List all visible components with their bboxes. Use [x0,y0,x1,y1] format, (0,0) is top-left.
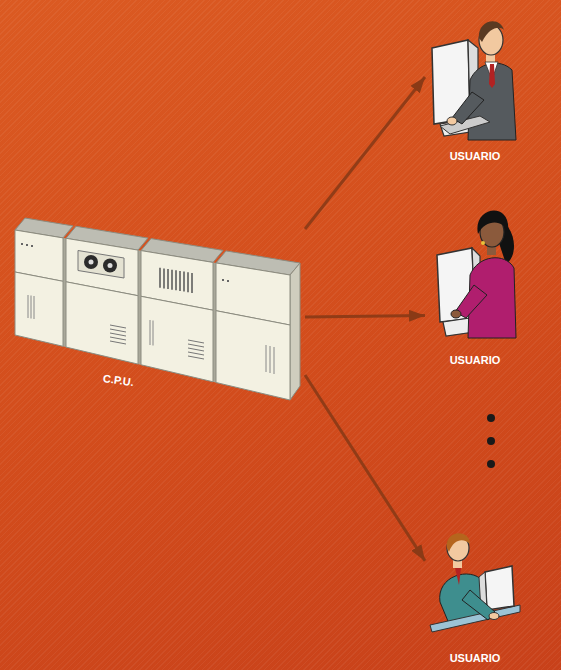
mainframe-computer-part [216,311,290,400]
user-node: USUARIO [425,4,525,165]
ellipsis-dots-part [487,414,495,422]
arrow-connector [305,375,425,561]
user-figure-woman [437,210,516,338]
node-label: USUARIO [450,150,501,163]
arrow-connector [305,77,425,229]
mainframe-computer-part [110,325,126,344]
user-figure-man-2 [430,533,520,632]
node-label: C.P.U. [102,372,134,389]
mainframe-computer-part [103,259,117,273]
ellipsis-dots-part [487,460,495,468]
user-node: USUARIO [425,518,525,667]
user-figure-man [432,21,516,140]
user-figure-man-part [479,21,504,42]
user-figure-man-2-part [485,566,514,610]
ellipsis-dots-part [487,437,495,445]
mainframe-computer-part [78,251,124,279]
mainframe-computer-part [21,243,23,245]
mainframe-computer-part [141,296,213,382]
mainframe-computer-part [266,345,274,374]
mainframe-computer-part [222,279,224,281]
ellipsis-dots [487,414,495,468]
mainframe-computer-part [89,260,94,265]
mainframe-computer-part [84,255,98,269]
arrow-connector [305,316,425,317]
connectors [305,77,425,561]
node-label: USUARIO [450,354,501,367]
mainframe-computer-part [290,263,300,400]
mainframe-computer-part [108,263,113,268]
mainframe-computer-part [227,280,229,282]
mainframe-computer-part [188,340,204,359]
mainframe-computer-part [28,295,34,319]
node-label: USUARIO [450,652,501,665]
mainframe-computer [15,218,300,400]
mainframe-computer-part [160,268,192,293]
mainframe-computer-part [150,320,153,346]
user-figure-woman-part [481,241,485,245]
mainframe-computer-part [66,282,138,364]
mainframe-computer-part [31,245,33,247]
user-figure-man-part [489,64,495,88]
user-figure-man-2-part [447,533,470,552]
user-figure-man-2-part [455,568,461,585]
user-figure-man-part [447,117,457,125]
user-figure-woman-part [451,310,461,318]
user-figure-man-2-part [489,613,499,620]
user-node: USUARIO [425,194,525,369]
user-figure-woman-part [477,210,508,234]
mainframe-computer-part [15,272,63,346]
cpu-node: C.P.U. [10,205,305,405]
mainframe-computer-part [26,244,28,246]
